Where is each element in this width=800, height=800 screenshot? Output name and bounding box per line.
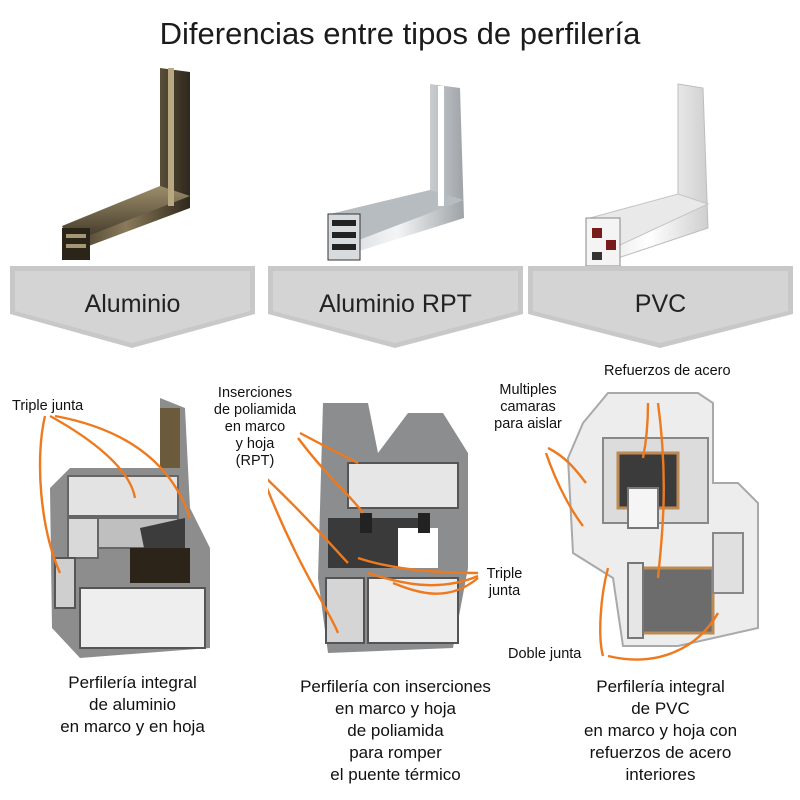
pvc-label: PVC <box>634 290 687 318</box>
callout-doble-junta: Doble junta <box>508 646 582 662</box>
aluminio-cross-section <box>38 398 210 658</box>
aluminio-rpt-chevron <box>268 266 523 348</box>
aluminio-caption: Perfilería integral de aluminio en marco… <box>60 673 205 736</box>
aluminio-profile-photo <box>62 68 190 260</box>
callout-triple-junta-rpt: Triple junta <box>486 566 523 599</box>
aluminio-rpt-cross-section <box>268 403 479 653</box>
pvc-cross-section <box>544 392 759 661</box>
pvc-profile-photo <box>585 83 710 267</box>
callout-refuerzos-acero: Refuerzos de acero <box>604 363 731 379</box>
page-title: Diferencias entre tipos de perfilería <box>159 16 641 51</box>
column-aluminio-rpt: Aluminio RPT Inserciones de poliamida en… <box>214 0 523 800</box>
column-aluminio: Aluminio Triple junta Perfilería integra… <box>10 0 255 800</box>
aluminio-rpt-caption: Perfilería con inserciones en marco y ho… <box>300 677 491 784</box>
callout-multiples-camaras: Multiples camaras para aislar <box>494 382 562 432</box>
callout-triple-junta: Triple junta <box>12 398 84 414</box>
pvc-caption: Perfilería integral de PVC en marco y ho… <box>583 677 738 784</box>
aluminio-rpt-label: Aluminio RPT <box>319 290 472 318</box>
aluminio-chevron <box>10 266 255 348</box>
callout-inserciones-poliamida: Inserciones de poliamida en marco y hoja… <box>213 385 297 469</box>
column-pvc: PVC Refuerzos de acero Multiples camaras… <box>494 0 793 800</box>
aluminio-label: Aluminio <box>84 290 181 318</box>
pvc-chevron <box>528 266 793 348</box>
aluminio-rpt-profile-photo <box>327 84 464 261</box>
